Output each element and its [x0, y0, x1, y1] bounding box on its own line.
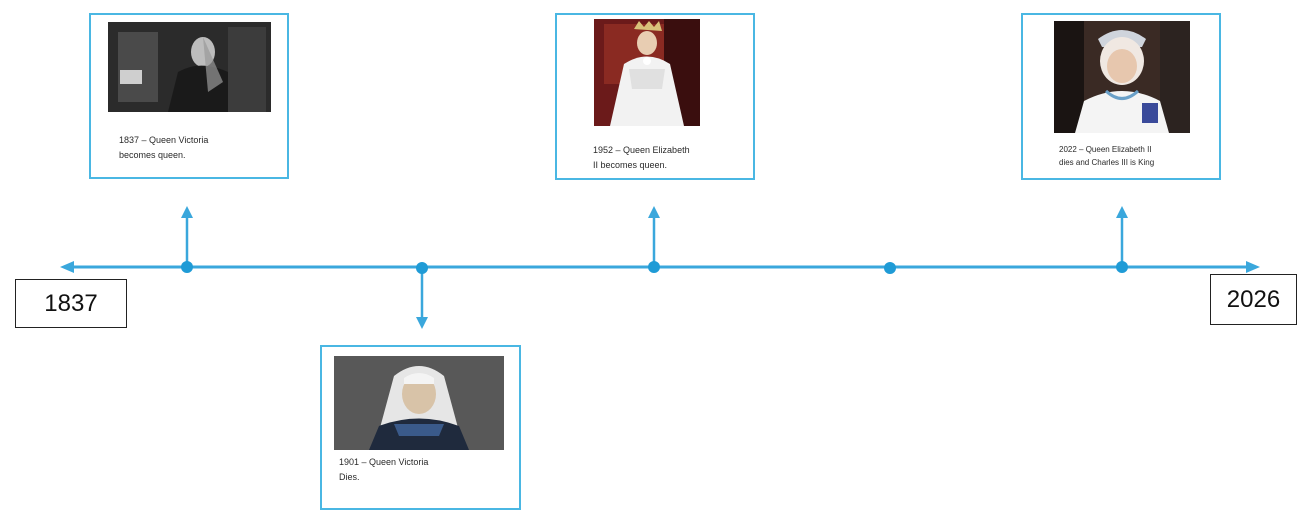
- event-caption-1952: 1952 – Queen Elizabeth II becomes queen.: [593, 143, 753, 173]
- photo-illustration: [1054, 21, 1190, 133]
- timeline-dot-empty: [884, 262, 896, 274]
- event-caption-1901: 1901 – Queen Victoria Dies.: [339, 455, 509, 485]
- caption-line-2: Dies.: [339, 472, 360, 482]
- event-card-1952: 1952 – Queen Elizabeth II becomes queen.: [555, 13, 755, 180]
- arrowhead-1837: [181, 206, 193, 218]
- caption-line-1: 1952 – Queen Elizabeth: [593, 145, 690, 155]
- queen-victoria-seated-photo: [108, 22, 271, 112]
- photo-illustration: [108, 22, 271, 112]
- queen-elizabeth-elderly-photo: [1054, 21, 1190, 133]
- caption-line-2: II becomes queen.: [593, 160, 668, 170]
- queen-victoria-portrait-photo: [334, 356, 504, 450]
- end-year-label: 2026: [1226, 285, 1281, 313]
- start-year-box: 1837: [15, 279, 127, 328]
- photo-illustration: [334, 356, 504, 450]
- start-year-label: 1837: [44, 289, 98, 317]
- timeline-dot-2022: [1116, 261, 1128, 273]
- event-caption-2022: 2022 – Queen Elizabeth II dies and Charl…: [1059, 143, 1219, 169]
- timeline-right-arrowhead: [1246, 261, 1260, 273]
- event-card-2022: 2022 – Queen Elizabeth II dies and Charl…: [1021, 13, 1221, 180]
- event-caption-1837: 1837 – Queen Victoria becomes queen.: [119, 133, 279, 163]
- photo-illustration: [594, 19, 700, 126]
- timeline-left-arrowhead: [60, 261, 74, 273]
- timeline-dot-1901: [416, 262, 428, 274]
- arrowhead-1952: [648, 206, 660, 218]
- arrowhead-2022: [1116, 206, 1128, 218]
- arrowhead-1901: [416, 317, 428, 329]
- caption-line-1: 1901 – Queen Victoria: [339, 457, 429, 467]
- timeline-dot-1837: [181, 261, 193, 273]
- event-card-1901: 1901 – Queen Victoria Dies.: [320, 345, 521, 510]
- caption-line-2: dies and Charles III is King: [1059, 158, 1155, 167]
- timeline-dot-1952: [648, 261, 660, 273]
- queen-elizabeth-coronation-photo: [594, 19, 700, 126]
- end-year-box: 2026: [1210, 274, 1297, 325]
- event-card-1837: 1837 – Queen Victoria becomes queen.: [89, 13, 289, 179]
- caption-line-1: 1837 – Queen Victoria: [119, 135, 209, 145]
- caption-line-1: 2022 – Queen Elizabeth II: [1059, 145, 1152, 154]
- caption-line-2: becomes queen.: [119, 150, 186, 160]
